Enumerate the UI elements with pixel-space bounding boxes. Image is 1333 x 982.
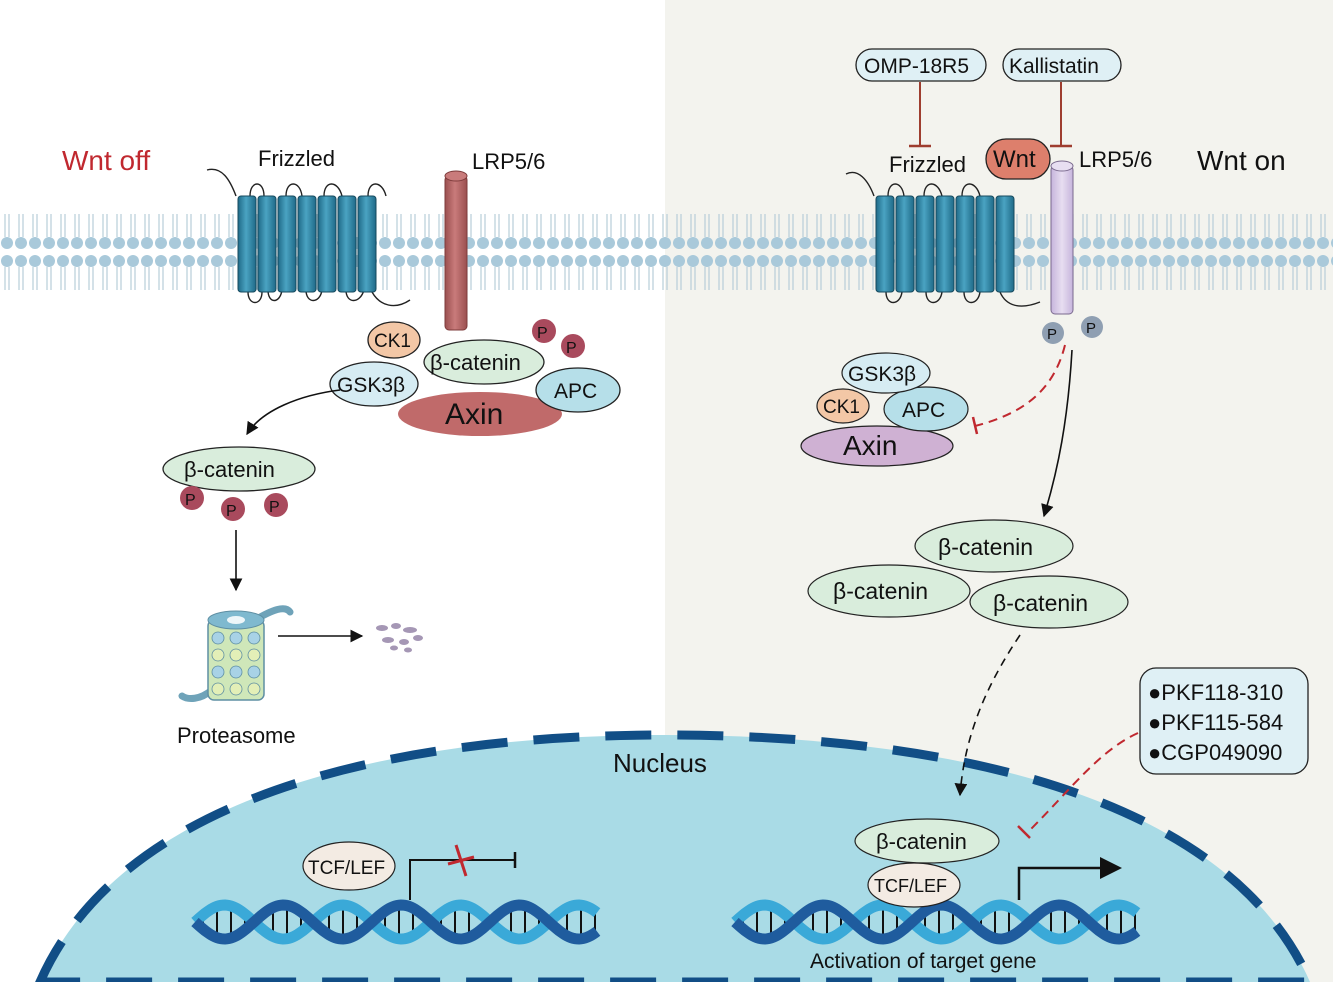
bcatenin-pool-label: β-catenin [833,578,928,604]
proteasome-label: Proteasome [177,723,296,748]
ck1-right [816,388,870,424]
tcf-lef-right: TCF/LEF [867,862,961,908]
bcatenin-complex-label-left: β-catenin [430,350,521,375]
ck1-left [367,321,421,359]
destruction-complex-left: Axin GSK3β APC CK1 β-catenin P P [329,319,621,436]
inhibitor-omp18r5: OMP-18R5 [855,48,987,148]
tcf-lef-left: TCF/LEF [302,841,396,891]
apc-left [535,367,621,413]
proteasome-icon [178,605,294,702]
arrow-stabilization [1041,349,1073,518]
apc-label-left: APC [554,380,597,403]
wnt-ligand: Wnt [985,138,1051,180]
phospho-label: P [1086,320,1096,337]
phospho-site [561,334,585,358]
inhibition-of-complex [971,344,1066,435]
phospho-label: P [566,340,577,357]
tcf-label-left: TCF/LEF [308,858,385,879]
apc-label-right: APC [902,399,945,422]
inhibitor-cgp049090: ●CGP049090 [1148,740,1282,765]
released-bcatenin-label: β-catenin [184,457,275,482]
axin-left [398,392,562,436]
activation-label: Activation of target gene [810,950,1036,973]
arrow-release [246,389,341,436]
phospho-label: P [537,325,548,342]
wnt-ligand-label: Wnt [993,146,1036,173]
frizzled-label-left: Frizzled [258,146,335,171]
lrp-phospho-sites: P P [1042,316,1103,344]
active-transcription-arrow-icon [1017,857,1122,900]
phospho-label: P [226,503,237,520]
bcatenin-pool-label: β-catenin [993,590,1088,616]
gsk3b-left [329,361,419,407]
wnt-off-title: Wnt off [62,145,150,176]
lrp-receptor-right [1050,160,1074,315]
bcatenin-pool-label: β-catenin [938,534,1033,560]
dna-right [731,899,1141,945]
axin-label-right: Axin [843,430,897,461]
frizzled-receptor-right [845,171,1041,307]
inhibition-of-transcription [1017,732,1139,839]
frizzled-receptor-left [206,168,411,307]
nucleus-label: Nucleus [613,748,707,778]
lrp-receptor-left [444,170,468,331]
cell-membrane [0,208,1333,292]
nuclear-bcatenin: β-catenin [854,818,1000,864]
gsk3b-right [841,352,931,394]
phospho-label: P [185,492,196,509]
omp18r5-label: OMP-18R5 [864,55,969,78]
tcf-label-right: TCF/LEF [874,876,947,896]
bcatenin-pool: β-catenin β-catenin β-catenin [807,519,1129,629]
bcatenin-complex-left [423,339,545,385]
dna-strand [731,899,1141,945]
lrp-label-right: LRP5/6 [1079,147,1152,172]
phospho-bcatenin-left: β-catenin P P P [162,446,316,521]
degradation-fragments [376,623,423,653]
phospho-site [532,319,556,343]
ck1-label-right: CK1 [823,397,860,418]
arrow-nuclear-translocation [954,634,1021,797]
phospho-label: P [1047,326,1057,343]
nuclear-inhibitors-box: ●PKF118-310 ●PKF115-584 ●CGP049090 [1139,667,1309,775]
axin-right [800,425,954,467]
apc-right [883,386,969,432]
kallistatin-label: Kallistatin [1009,55,1099,78]
gsk3b-label-left: GSK3β [337,374,405,397]
nuclear-bcatenin-label: β-catenin [876,829,967,854]
dna-strand [191,899,601,945]
inhibitor-pkf115: ●PKF115-584 [1148,710,1283,735]
inhibitor-kallistatin: Kallistatin [1002,48,1122,148]
lrp-label-left: LRP5/6 [472,149,545,174]
dna-strand [731,899,1141,945]
dna-strand [191,899,601,945]
dna-left [191,899,601,945]
ck1-label-left: CK1 [374,331,411,352]
inhibitor-pkf118: ●PKF118-310 [1148,680,1283,705]
wnt-on-title: Wnt on [1197,145,1286,176]
axin-label-left: Axin [445,398,503,431]
blocked-transcription-icon [409,844,517,900]
destruction-complex-right: Axin APC CK1 GSK3β [800,352,969,467]
frizzled-label-right: Frizzled [889,152,966,177]
gsk3b-label-right: GSK3β [848,363,916,386]
phospho-label: P [269,499,280,516]
